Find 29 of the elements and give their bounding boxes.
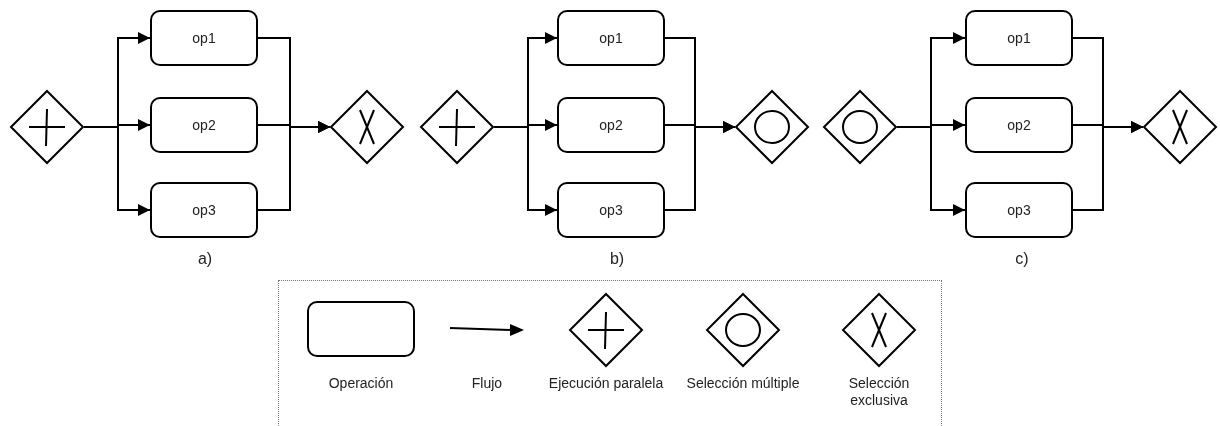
operation-box: op1	[965, 10, 1073, 66]
operation-box: op1	[150, 10, 258, 66]
operation-box: op3	[557, 182, 665, 238]
operation-box: op3	[965, 182, 1073, 238]
operation-box: op2	[965, 97, 1073, 153]
arrow	[1072, 121, 1144, 211]
arrow	[896, 126, 966, 216]
panel-label: c)	[1014, 250, 1030, 268]
diamond-plus-gateway	[10, 90, 84, 164]
arrow	[493, 126, 558, 216]
operation-box: op2	[557, 97, 665, 153]
legend-label: Flujo	[470, 375, 504, 392]
diamond-plus-gateway	[420, 90, 494, 164]
panel-label: a)	[196, 250, 214, 268]
operation-box: op3	[150, 182, 258, 238]
panel-label: b)	[608, 250, 626, 268]
diamond-circle-gateway	[823, 90, 897, 164]
operation-box: op2	[150, 97, 258, 153]
operation-box: op1	[557, 10, 665, 66]
arrow	[664, 121, 736, 211]
diamond-circle-gateway	[735, 90, 809, 164]
legend-label: Operación	[327, 375, 395, 392]
legend-label: Selección exclusiva	[847, 375, 911, 409]
diamond-x-gateway	[1143, 90, 1217, 164]
diamond-x-gateway	[330, 90, 404, 164]
arrow	[257, 121, 331, 211]
legend-label: Selección múltiple	[685, 375, 801, 392]
legend-label: Ejecución paralela	[547, 375, 665, 392]
arrow	[83, 126, 151, 216]
